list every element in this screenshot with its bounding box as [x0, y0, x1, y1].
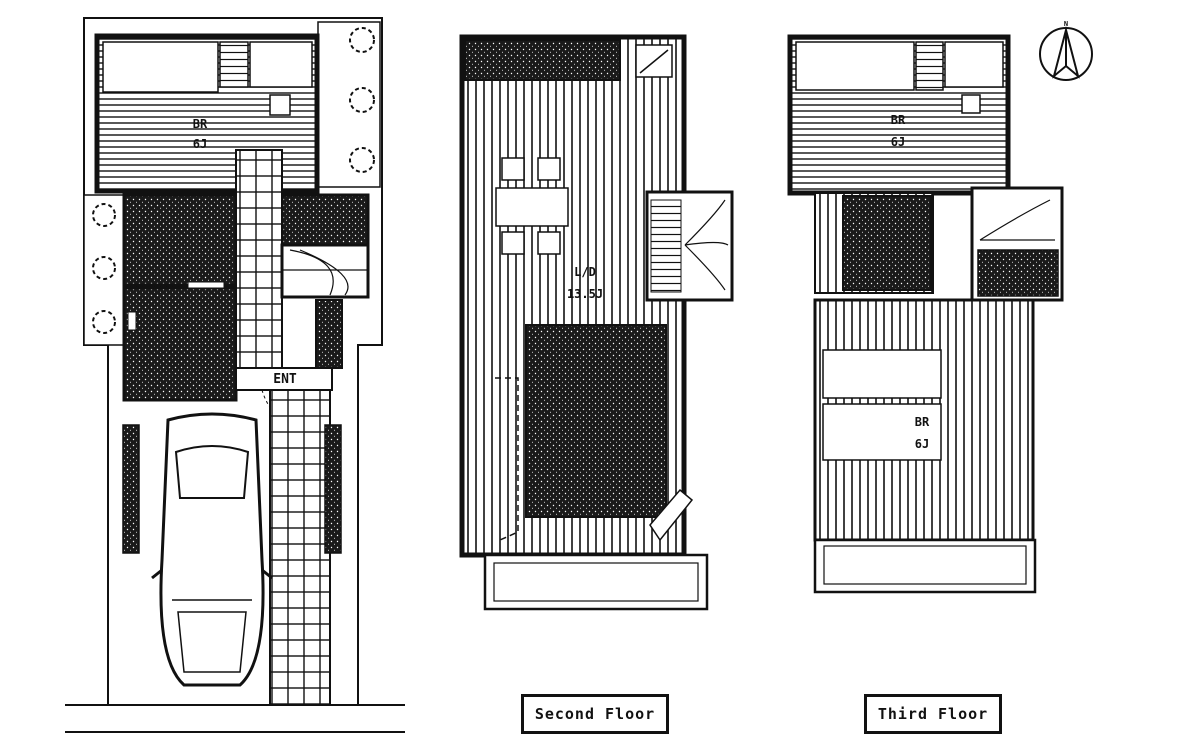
chair	[537, 231, 561, 255]
closet	[249, 41, 313, 88]
first-floor-plan: BR 6J ENT	[65, 17, 405, 733]
stair-run	[915, 41, 944, 91]
storage-narrow	[315, 299, 343, 369]
room-size: 13.5J	[567, 287, 603, 301]
wash-area	[280, 193, 370, 247]
sofa-outline	[495, 377, 519, 541]
balcony	[483, 553, 709, 611]
room-label: BR	[915, 415, 930, 429]
stair-curve	[282, 249, 368, 296]
stair-run	[219, 41, 249, 88]
compass-label: N	[1064, 20, 1068, 28]
room-label: L/D	[574, 265, 596, 279]
room-size: 6J	[193, 137, 207, 151]
second-floor-plan: L/D 13.5J	[459, 34, 734, 611]
third-floor-caption: Third Floor	[864, 694, 1002, 734]
stair-run	[650, 199, 682, 293]
chair	[501, 157, 525, 181]
second-floor-caption: Second Floor	[521, 694, 669, 734]
dining-table	[495, 187, 569, 227]
third-floor-plan: BR 6J BR 6J	[787, 34, 1064, 594]
stair-curve	[684, 199, 729, 291]
walkway	[269, 389, 331, 706]
bed	[822, 349, 942, 399]
hallway	[235, 149, 283, 391]
closet	[944, 41, 1004, 88]
stair-spiral	[280, 243, 370, 299]
chair	[501, 231, 525, 255]
fixture	[127, 311, 137, 331]
fixture	[269, 94, 291, 116]
bed	[822, 403, 942, 461]
bath-area	[842, 195, 932, 291]
closet	[795, 41, 915, 91]
hedge	[122, 424, 140, 554]
balcony-dark	[464, 39, 621, 81]
room-label: ENT	[273, 372, 297, 387]
north-arrow-icon: N	[1039, 20, 1093, 81]
room-label: BR	[891, 113, 906, 127]
shrub-icon	[349, 27, 375, 173]
car-icon	[151, 412, 273, 687]
fixture	[961, 94, 981, 114]
balcony	[813, 538, 1037, 594]
bath-area	[122, 193, 238, 287]
rug-area	[525, 324, 667, 518]
chair	[537, 157, 561, 181]
room-size: 6J	[915, 437, 929, 451]
shrub-icon	[92, 203, 116, 334]
room-size: 6J	[891, 135, 905, 149]
storage-area	[977, 249, 1059, 297]
hedge	[324, 424, 342, 554]
door-leaf	[187, 281, 225, 289]
room-label: BR	[193, 117, 208, 131]
storage-area	[122, 286, 238, 402]
tv-stand	[649, 488, 694, 542]
closet	[102, 41, 219, 93]
stair-curve	[979, 199, 1055, 241]
